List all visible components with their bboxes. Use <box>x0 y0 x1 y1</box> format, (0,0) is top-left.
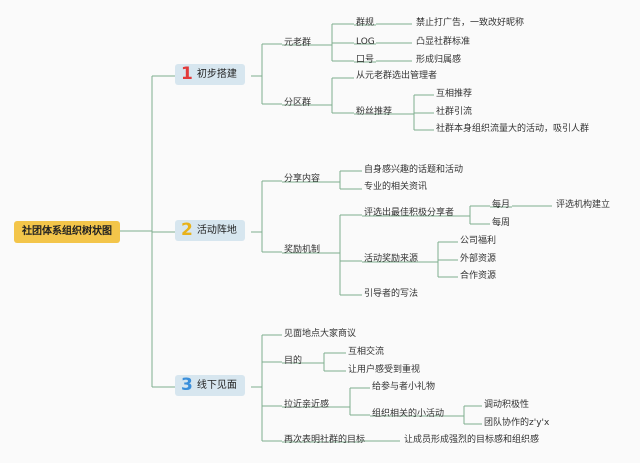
node-small-gifts: 给参与者小礼物 <box>372 382 436 392</box>
node-community-traffic: 社群引流 <box>436 107 473 117</box>
section-3-number: 3 <box>181 375 193 395</box>
node-community-standard: 凸显社群标准 <box>416 37 471 47</box>
node-cooperation-resources: 合作资源 <box>460 271 497 281</box>
node-monthly: 每月 <box>492 200 511 210</box>
node-big-activity: 社群本身组织流量大的活动，吸引人群 <box>436 124 590 134</box>
node-professional-news: 专业的相关资讯 <box>364 182 428 192</box>
section-1-label: 初步搭建 <box>196 69 237 80</box>
root-node: 社团体系组织树状图 <box>14 221 120 243</box>
node-interest-topics: 自身感兴趣的话题和活动 <box>364 165 464 175</box>
node-group-rules: 群规 <box>356 18 375 28</box>
section-2-number: 2 <box>181 220 193 240</box>
node-selection-agency: 评选机构建立 <box>556 200 611 210</box>
node-reward-source: 活动奖励来源 <box>364 254 419 264</box>
node-share-content: 分享内容 <box>284 174 321 184</box>
section-1-number: 1 <box>181 64 193 84</box>
node-feel-valued: 让用户感受到重视 <box>348 365 421 375</box>
node-slogan: 口号 <box>356 55 375 65</box>
node-mutual-recommend: 互相推荐 <box>436 89 473 99</box>
node-belonging: 形成归属感 <box>416 55 462 65</box>
section-2-label: 活动阵地 <box>196 225 237 236</box>
node-small-activities: 组织相关的小活动 <box>372 409 445 419</box>
node-purpose: 目的 <box>284 356 303 366</box>
node-mutual-exchange: 互相交流 <box>348 347 385 357</box>
node-no-ads: 禁止打广告，一致改好昵称 <box>416 18 525 28</box>
node-log: LOG <box>356 37 375 47</box>
node-goal-sense: 让成员形成强烈的目标感和组织感 <box>404 435 540 445</box>
node-fan-recommend: 粉丝推荐 <box>356 107 393 117</box>
node-motivate: 调动积极性 <box>484 400 530 410</box>
node-yuanlao-group: 元老群 <box>284 38 312 48</box>
node-reward-mechanism: 奖励机制 <box>284 245 321 255</box>
node-sub-groups: 分区群 <box>284 98 312 108</box>
node-best-sharer: 评选出最佳积极分享者 <box>364 208 455 218</box>
node-company-welfare: 公司福利 <box>460 236 497 246</box>
node-teamwork: 团队协作的z'y'x <box>484 418 550 428</box>
node-select-managers: 从元老群选出管理者 <box>356 71 438 81</box>
section-3-label: 线下见面 <box>196 380 237 391</box>
node-external-resources: 外部资源 <box>460 254 497 264</box>
node-restate-goal: 再次表明社群的目标 <box>284 435 366 445</box>
node-meeting-place: 见面地点大家商议 <box>284 329 357 339</box>
node-closeness: 拉近亲近感 <box>284 400 330 410</box>
node-weekly: 每周 <box>492 218 511 228</box>
node-guide-writing: 引导者的写法 <box>364 289 419 299</box>
